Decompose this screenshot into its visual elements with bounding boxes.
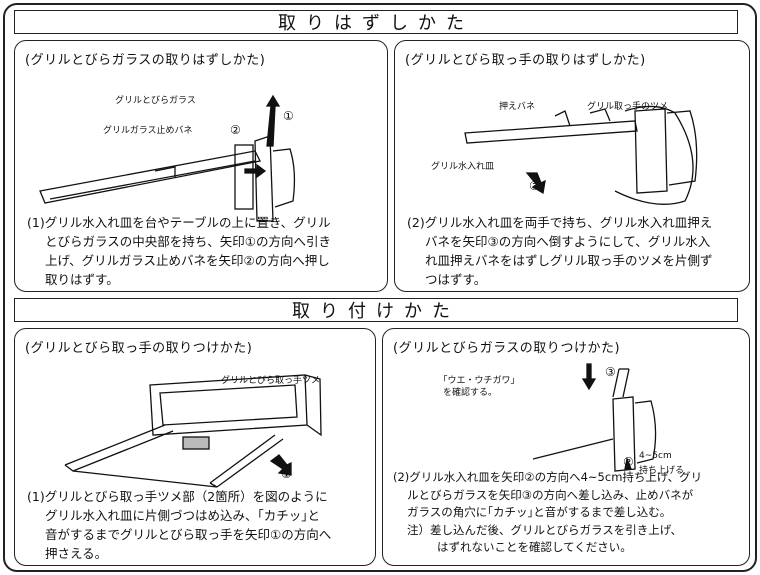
label-handle-hook: グリル取っ手のツメ bbox=[587, 102, 669, 112]
glass-install-illustration bbox=[532, 363, 657, 472]
desc-line: グリル水入れ皿に片側づつはめ込み、｢カチッ｣と bbox=[45, 508, 321, 523]
glass-removal-illustration bbox=[39, 94, 296, 222]
removal-step1-text: (1)グリル水入れ皿を台やテーブルの上に置き、グリル とびらガラスの中央部を持ち… bbox=[27, 213, 331, 289]
desc-line: ルとびらガラスを矢印③の方向へ差し込み、止めバネが bbox=[407, 487, 694, 502]
arrow-label-2: ② bbox=[623, 455, 634, 469]
label-lift-up: 持ち上げる bbox=[639, 466, 685, 476]
panel-title: (グリルとびらガラスの取りはずしかた) bbox=[25, 53, 266, 68]
label-check-direction: ｢ウエ・ウチガワ｣ bbox=[443, 376, 516, 386]
desc-line: 押さえる。 bbox=[45, 546, 108, 561]
desc-line: とびらガラスの中央部を持ち、矢印①の方向へ引き bbox=[45, 234, 331, 249]
panel-glass-install: (グリルとびらガラスの取りつけかた) ｢ウエ・ウチガワ｣ を確認する。 ③ ② … bbox=[382, 328, 750, 566]
desc-line: 音がするまでグリルとびら取っ手を矢印①の方向へ bbox=[45, 527, 332, 542]
removal-step2-text: (2)グリル水入れ皿を両手で持ち、グリル水入れ皿押え バネを矢印③の方向へ倒すよ… bbox=[407, 213, 713, 289]
desc-line: 取りはずす。 bbox=[45, 272, 119, 287]
panel-handle-removal: (グリルとびら取っ手の取りはずしかた) 押えバネ グリル取っ手のツメ グリル水入… bbox=[394, 40, 750, 292]
section-title-install: 取り付けかた bbox=[14, 298, 738, 322]
desc-line: (1)グリルとびら取っ手ツメ部（2箇所）を図のように bbox=[27, 489, 328, 504]
desc-line: バネを矢印③の方向へ倒すようにして、グリル水入 bbox=[425, 234, 711, 249]
label-glass-stop-spring: グリルガラス止めバネ bbox=[103, 126, 193, 136]
install-step2-text: (2)グリル水入れ皿を矢印②の方向へ4~5cm持ち上げ、グリ ルとびらガラスを矢… bbox=[393, 469, 702, 557]
desc-line: ガラスの角穴に｢カチッ｣と音がするまで差し込む。 bbox=[407, 505, 672, 519]
desc-line: 注）差し込んだ後、グリルとびらガラスを引き上げ、 bbox=[407, 522, 682, 537]
label-check-confirm: を確認する。 bbox=[443, 388, 498, 398]
label-lift-distance: 4~5cm bbox=[639, 451, 672, 461]
label-grill-door-glass: グリルとびらガラス bbox=[115, 96, 196, 106]
panel-title: (グリルとびらガラスの取りつけかた) bbox=[393, 341, 621, 356]
desc-line: つはずす。 bbox=[425, 272, 487, 287]
desc-line: 上げ、グリルガラス止めバネを矢印②の方向へ押し bbox=[45, 253, 330, 268]
manual-frame bbox=[3, 3, 757, 572]
handle-install-illustration bbox=[64, 374, 322, 488]
arrow-label-3: ③ bbox=[529, 179, 540, 193]
arrow-label-3: ③ bbox=[605, 365, 616, 379]
label-water-tray: グリル水入れ皿 bbox=[431, 162, 495, 172]
desc-line: (1)グリル水入れ皿を台やテーブルの上に置き、グリル bbox=[27, 215, 331, 230]
desc-line: はずれないことを確認してください。 bbox=[437, 540, 632, 554]
desc-line: (2)グリル水入れ皿を両手で持ち、グリル水入れ皿押え bbox=[407, 215, 713, 230]
panel-title: (グリルとびら取っ手の取りつけかた) bbox=[25, 341, 253, 356]
desc-line: (2)グリル水入れ皿を矢印②の方向へ4~5cm持ち上げ、グリ bbox=[393, 470, 703, 484]
arrow-label-2: ② bbox=[230, 123, 241, 137]
arrow-label-1: ① bbox=[283, 109, 294, 123]
desc-line: れ皿押えバネをはずしグリル取っ手のツメを片側ず bbox=[425, 253, 713, 268]
panel-handle-install: (グリルとびら取っ手の取りつけかた) グリルとびら取っ手ツメ ① (1)グリルと… bbox=[14, 328, 376, 566]
handle-removal-illustration bbox=[464, 105, 698, 205]
section-title-removal: 取りはずしかた bbox=[14, 10, 738, 34]
label-press-spring: 押えバネ bbox=[499, 102, 536, 112]
arrow-label-1: ① bbox=[281, 467, 292, 481]
install-step1-text: (1)グリルとびら取っ手ツメ部（2箇所）を図のように グリル水入れ皿に片側づつは… bbox=[27, 487, 331, 563]
label-handle-hook: グリルとびら取っ手ツメ bbox=[221, 376, 321, 386]
panel-title: (グリルとびら取っ手の取りはずしかた) bbox=[405, 53, 646, 68]
panel-glass-removal: (グリルとびらガラスの取りはずしかた) グリルとびらガラス グリルガラス止めバネ… bbox=[14, 40, 388, 292]
